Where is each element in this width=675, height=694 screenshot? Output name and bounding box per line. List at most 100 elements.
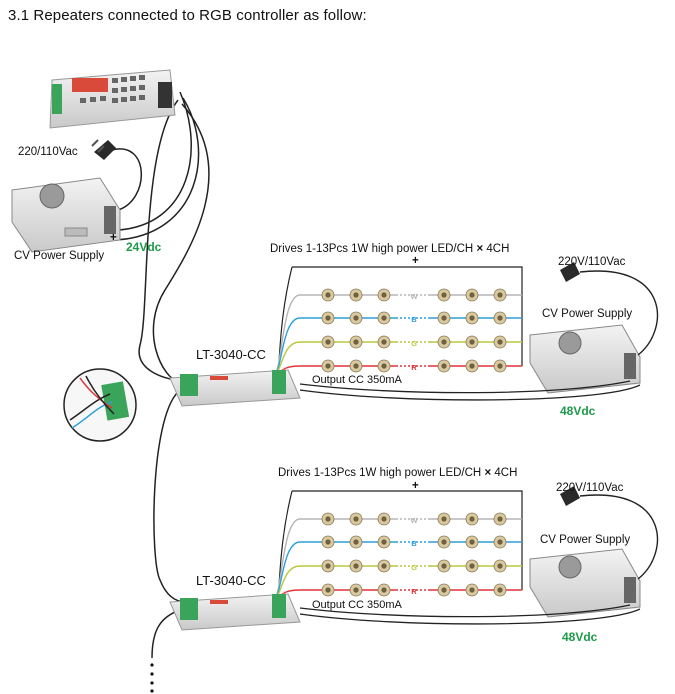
led-core <box>497 315 503 321</box>
wiring-inset <box>63 368 137 442</box>
led-core <box>497 363 503 369</box>
led-core <box>441 363 447 369</box>
repeater2-drives-text: Drives 1-13Pcs 1W high power LED/CH <box>278 467 482 479</box>
channel-letter-r: R <box>411 587 417 596</box>
dc-lead-positive <box>299 380 631 394</box>
repeater1-drives-label: Drives 1-13Pcs 1W high power LED/CH × 4C… <box>270 243 509 255</box>
repeater1-drives-text: Drives 1-13Pcs 1W high power LED/CH <box>270 243 474 255</box>
channel-letter-w: W <box>410 516 418 525</box>
channel-letter-g: G <box>411 339 417 348</box>
channel-letter-b: B <box>411 539 417 548</box>
led-core <box>325 363 331 369</box>
repeater-output-terminal <box>272 594 286 618</box>
repeater-brand-mark <box>210 376 228 380</box>
repeater-psu-body <box>529 548 641 618</box>
led-core <box>497 563 503 569</box>
led-core <box>497 587 503 593</box>
led-core <box>325 539 331 545</box>
repeater2-mains-label: 220V/110Vac <box>556 482 624 494</box>
led-core <box>441 315 447 321</box>
controller-output-terminal <box>158 82 172 108</box>
led-core <box>441 587 447 593</box>
led-core <box>325 292 331 298</box>
channel-lead-w <box>273 294 301 377</box>
led-core <box>325 587 331 593</box>
led-core <box>325 315 331 321</box>
led-core <box>353 339 359 345</box>
led-core <box>497 339 503 345</box>
positive-bus-wire <box>292 490 523 590</box>
channel-letter-g: G <box>411 563 417 572</box>
controller-display <box>72 78 108 92</box>
repeater2-psu-label: CV Power Supply <box>540 534 631 546</box>
led-core <box>381 563 387 569</box>
repeater-body <box>169 593 301 631</box>
repeater-mains-cable <box>579 494 659 580</box>
led-core <box>353 563 359 569</box>
repeater1-channel-count: 4CH <box>486 243 510 255</box>
channel-letter-r: R <box>411 363 417 372</box>
channel-letter-w: W <box>410 292 418 301</box>
led-core <box>381 339 387 345</box>
repeater2-dc-label: 48Vdc <box>562 630 598 644</box>
repeater-mains-cable <box>579 270 659 356</box>
repeater-brand-mark <box>210 600 228 604</box>
channel-letter-b: B <box>411 315 417 324</box>
controller-plus-mark: + <box>110 232 117 244</box>
repeater1-mains-label: 220V/110Vac <box>558 256 626 268</box>
positive-bus-wire <box>292 266 523 366</box>
continuation-dots <box>150 663 154 693</box>
led-core <box>353 539 359 545</box>
repeater1-psu-label: CV Power Supply <box>542 308 633 320</box>
led-core <box>469 363 475 369</box>
repeater-input-terminal <box>180 374 198 396</box>
dc-lead-negative <box>299 384 641 401</box>
controller-mains-label: 220/110Vac <box>18 146 78 158</box>
dc-lead-negative <box>299 608 641 625</box>
led-core <box>469 292 475 298</box>
repeater2-channel-count: 4CH <box>494 467 518 479</box>
led-core <box>381 315 387 321</box>
led-core <box>469 563 475 569</box>
repeater1-output-label: Output CC 350mA <box>312 374 402 386</box>
mains-plug-controller <box>91 139 116 160</box>
psu-terminal <box>624 577 636 603</box>
repeater2-output-label: Output CC 350mA <box>312 599 402 611</box>
led-core <box>381 587 387 593</box>
repeater2-plus-mark: + <box>412 480 419 492</box>
repeater-psu-body <box>529 324 641 394</box>
led-core <box>469 516 475 522</box>
led-core <box>325 516 331 522</box>
led-core <box>469 315 475 321</box>
led-core <box>381 539 387 545</box>
repeater-input-terminal <box>180 598 198 620</box>
led-core <box>353 363 359 369</box>
led-core <box>441 516 447 522</box>
repeater1-model-label: LT-3040-CC <box>196 347 266 362</box>
repeater2-drives-label: Drives 1-13Pcs 1W high power LED/CH × 4C… <box>278 467 517 479</box>
repeater2-model-label: LT-3040-CC <box>196 573 266 588</box>
led-core <box>497 292 503 298</box>
controller-input-terminal <box>52 84 62 114</box>
led-core <box>353 292 359 298</box>
repeater2-multiplier: × <box>484 467 492 479</box>
repeater-2-block: W B G R <box>169 486 659 631</box>
led-core <box>353 315 359 321</box>
led-core <box>441 563 447 569</box>
psu-terminal <box>624 353 636 379</box>
controller-psu-label: CV Power Supply <box>14 250 105 262</box>
led-core <box>381 292 387 298</box>
section-heading: 3.1 Repeaters connected to RGB controlle… <box>8 7 367 24</box>
controller-dc-label: 24Vdc <box>126 240 162 254</box>
led-core <box>469 539 475 545</box>
psu-fan <box>558 555 582 579</box>
repeater-body <box>169 369 301 407</box>
led-core <box>469 339 475 345</box>
led-core <box>353 587 359 593</box>
led-core <box>353 516 359 522</box>
led-core <box>497 516 503 522</box>
psu-fan <box>558 331 582 355</box>
repeater1-plus-mark: + <box>412 255 419 267</box>
channel-lead-w <box>273 518 301 601</box>
